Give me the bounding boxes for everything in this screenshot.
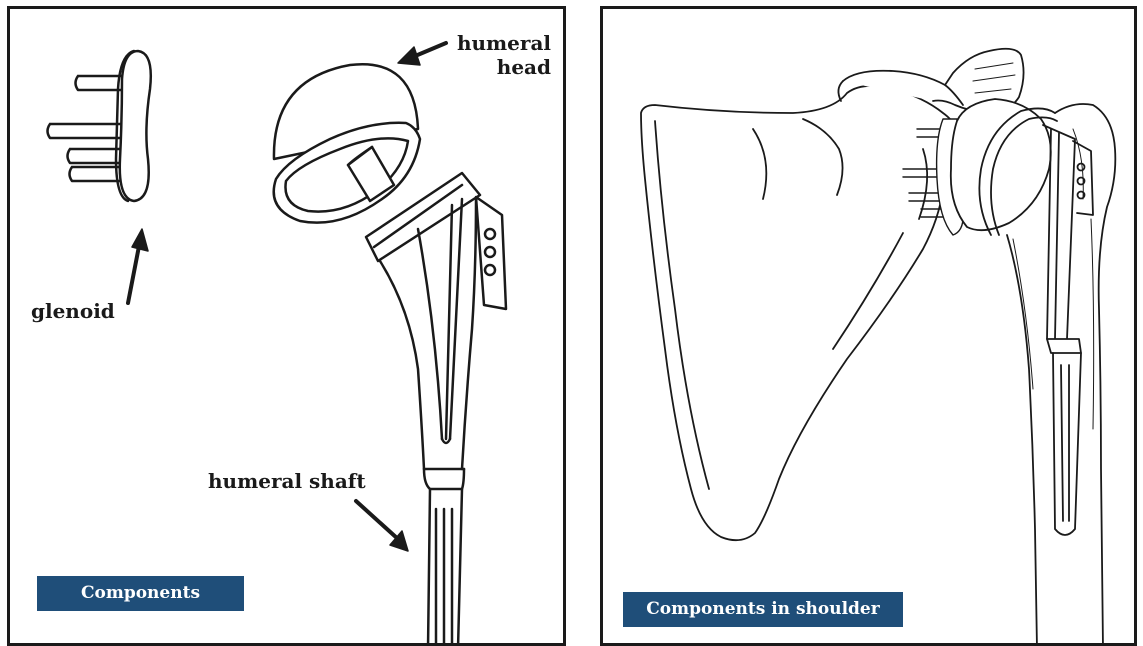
components-in-shoulder-panel: Components in shoulder	[600, 6, 1137, 646]
humeral-shaft-arrow	[356, 501, 408, 551]
components-panel: humeral head glenoid humeral shaft Compo…	[7, 6, 566, 646]
glenoid-component	[48, 51, 151, 201]
humeral-head-in-shoulder	[951, 99, 1057, 235]
humeral-head-component	[274, 64, 420, 222]
humeral-stem-component	[366, 173, 506, 646]
humeral-head-label: humeral head	[451, 31, 551, 79]
shoulder-illustration	[603, 9, 1134, 646]
humeral-shaft-label: humeral shaft	[208, 469, 366, 493]
glenoid-label: glenoid	[31, 299, 115, 323]
humeral-head-arrow	[398, 43, 446, 65]
components-illustration	[10, 9, 563, 646]
components-in-shoulder-caption: Components in shoulder	[623, 592, 903, 627]
scapula	[641, 86, 955, 540]
components-caption: Components	[37, 576, 244, 611]
glenoid-arrow	[128, 229, 148, 303]
